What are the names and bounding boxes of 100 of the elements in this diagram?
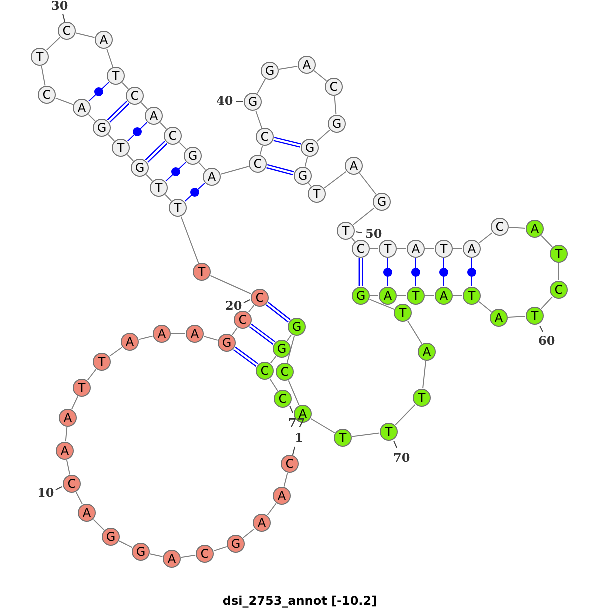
nucleotide-circle: T — [308, 185, 326, 203]
backbone-line — [453, 248, 463, 250]
position-number: 20 — [226, 299, 242, 313]
nucleotide-circle: G — [244, 93, 262, 111]
nucleotide-circle: T — [193, 263, 211, 281]
base-pair-line — [266, 164, 295, 176]
backbone-line — [180, 216, 200, 264]
nucleotide-circle: A — [526, 220, 544, 238]
base-pair-line — [165, 162, 187, 182]
nucleotide-circle: A — [253, 514, 271, 532]
nucleotide-circle: G — [373, 193, 391, 211]
backbone-line — [76, 492, 84, 506]
nucleotide-circle: T — [435, 240, 453, 258]
caption: dsi_2753_annot [-10.2] — [222, 594, 378, 608]
position-number: 30 — [52, 0, 68, 13]
backbone-line — [76, 32, 96, 38]
base-pair-line — [358, 258, 364, 288]
nucleotide-circle: T — [31, 48, 49, 66]
backbone-line — [284, 472, 288, 488]
nucleotide-circle: A — [186, 325, 204, 343]
nucleotide-circle: A — [73, 99, 91, 117]
nucleotide-circle: G — [261, 62, 279, 80]
nucleotide-circle: C — [196, 545, 214, 563]
nucleotide-circle: A — [95, 31, 113, 49]
base-pair-line — [145, 140, 168, 164]
backbone-line — [150, 554, 164, 558]
nucleotide-circle: C — [126, 87, 144, 105]
position-number: 1 — [295, 431, 304, 445]
nucleotide-circle: G — [301, 139, 319, 157]
nucleotide-circle: C — [281, 455, 299, 473]
backbone-line — [286, 334, 292, 342]
backbone-line — [369, 299, 395, 310]
backbone-line — [179, 142, 187, 150]
backbone-line — [359, 173, 377, 195]
backbone-line — [352, 432, 380, 438]
backbone-line — [108, 134, 115, 142]
nucleotide-circle: C — [256, 128, 274, 146]
nucleotide-circle: C — [234, 311, 252, 329]
nucleotide-circle: C — [38, 86, 56, 104]
nucleotide-circle: T — [550, 245, 568, 263]
backbone-line — [66, 460, 71, 476]
backbone-line — [314, 70, 328, 82]
backbone-line — [395, 404, 416, 426]
nucleotide-circle: C — [352, 240, 370, 258]
nucleotide-circle: C — [256, 362, 274, 380]
nucleotide-circle: A — [273, 487, 291, 505]
backbone-line — [122, 82, 129, 90]
backbone-line — [220, 166, 250, 175]
backbone-line — [106, 48, 114, 68]
nucleotide-circle: A — [145, 107, 163, 125]
nucleotide-circle: T — [334, 429, 352, 447]
nucleotide-circle: T — [107, 67, 125, 85]
nucleotide-circle: A — [59, 409, 77, 427]
backbone-line — [180, 554, 196, 558]
backbone-line — [165, 194, 172, 202]
backbone-line — [278, 66, 298, 70]
backbone-line — [308, 183, 312, 187]
nucleotide-circle: C — [58, 22, 76, 40]
nucleotide-circle: T — [407, 287, 425, 305]
nucleotide-circle: G — [227, 535, 245, 553]
nucleotide-circle: C — [491, 218, 509, 236]
backbone-line — [260, 146, 264, 156]
nucleotide-circle: T — [73, 379, 91, 397]
nucleotide-circle: T — [413, 389, 431, 407]
base-pair-line — [107, 100, 130, 124]
nucleotide-circle: C — [249, 155, 267, 173]
backbone-line — [204, 336, 218, 341]
backbone-line — [267, 503, 277, 516]
nucleotide-circle: G — [218, 334, 236, 352]
backbone-line — [46, 37, 61, 51]
nucleotide-circle: A — [56, 442, 74, 460]
position-number: 60 — [538, 334, 556, 348]
nucleotide-circle: G — [184, 147, 202, 165]
backbone-line — [146, 174, 153, 182]
nucleotide-circle: T — [112, 139, 130, 157]
backbone-line — [407, 320, 423, 344]
nucleotide-circle: G — [352, 287, 370, 305]
nucleotide-circle: G — [132, 543, 150, 561]
nucleotide-circle: A — [153, 325, 171, 343]
nucleotide-circle: T — [380, 423, 398, 441]
backbone-line — [242, 528, 256, 539]
backbone-line — [257, 78, 266, 94]
nucleotide-circle: T — [169, 199, 187, 217]
nucleotide-circle: G — [102, 528, 120, 546]
nucleotide-circle: A — [490, 309, 508, 327]
position-number: 70 — [394, 451, 410, 465]
backbone-line — [41, 66, 46, 86]
position-number: 40 — [216, 94, 234, 108]
backbone-line — [352, 238, 356, 242]
backbone-line — [324, 171, 347, 189]
backbone-line — [141, 102, 148, 110]
nucleotide-circle: C — [164, 127, 182, 145]
backbone-line — [160, 122, 167, 130]
nucleotide-circle: A — [163, 550, 181, 568]
backbone-line — [198, 162, 206, 170]
backbone-line — [214, 546, 228, 552]
nucleotide-circle: A — [121, 333, 139, 351]
position-number: 10 — [38, 486, 54, 500]
backbone-line — [425, 248, 435, 250]
base-pair-line — [88, 82, 110, 102]
